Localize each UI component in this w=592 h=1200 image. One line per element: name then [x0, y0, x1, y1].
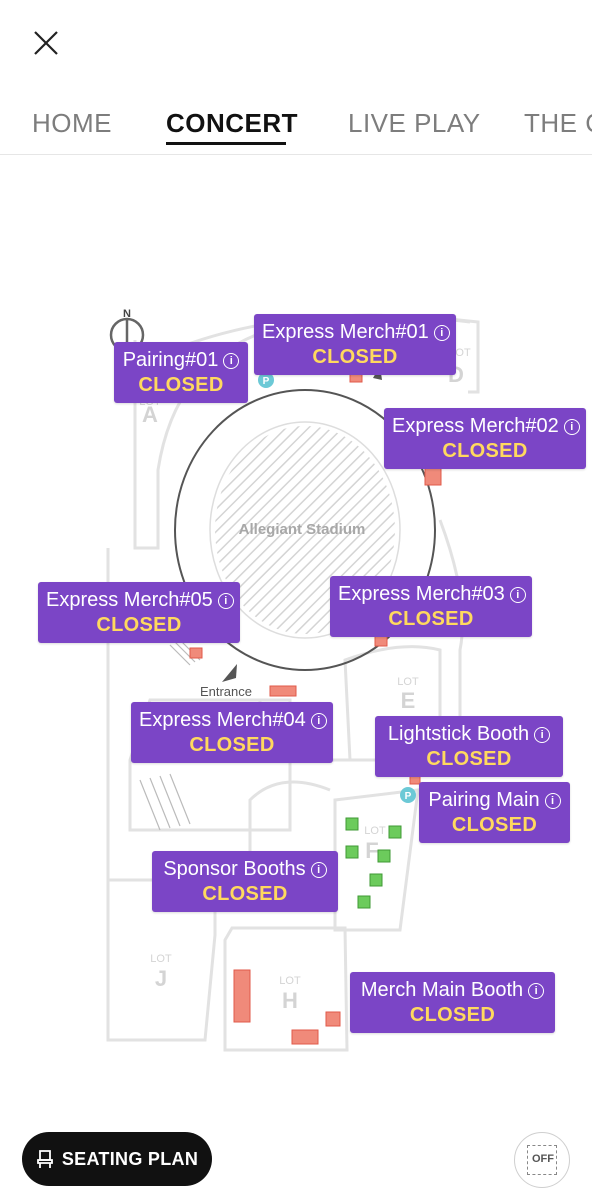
seating-plan-label: SEATING PLAN — [61, 1148, 199, 1169]
pin-name: Sponsor Booths — [163, 858, 306, 880]
tab-concert[interactable]: CONCERT — [166, 108, 299, 138]
pin-status: CLOSED — [442, 440, 528, 462]
parking-icon: P — [258, 372, 274, 388]
toggle-label: OFF — [532, 1153, 554, 1165]
pin-status: CLOSED — [189, 734, 275, 756]
info-icon: i — [534, 727, 551, 743]
pin-status: CLOSED — [426, 748, 512, 770]
lot-j-letter: J — [155, 966, 167, 991]
pin-name: Express Merch#02 — [392, 415, 559, 437]
lot-e-letter: E — [401, 688, 416, 713]
tab-live-play[interactable]: LIVE PLAY — [348, 108, 481, 138]
venue-label: Allegiant Stadium — [239, 521, 366, 538]
pin-name: Pairing Main — [428, 789, 540, 811]
lot-a-letter: A — [142, 402, 158, 427]
active-tab-indicator — [166, 142, 286, 145]
compass-label: N — [123, 308, 131, 320]
seat-icon — [36, 1150, 53, 1168]
svg-text:P: P — [405, 791, 412, 802]
pin-status: CLOSED — [388, 608, 474, 630]
lot-h-letter: H — [282, 988, 298, 1013]
pin-name: Express Merch#03 — [338, 583, 505, 605]
pin-status: CLOSED — [202, 883, 288, 905]
tab-the-c[interactable]: THE C — [524, 108, 592, 138]
pin-status: CLOSED — [409, 1004, 496, 1026]
pin-name: Merch Main Booth — [360, 979, 524, 1001]
pin-status: CLOSED — [96, 614, 182, 636]
lot-f-prefix: LOT — [364, 825, 386, 837]
parking-icon: P — [400, 787, 416, 803]
tab-home[interactable]: HOME — [32, 108, 112, 138]
pin-status: CLOSED — [138, 374, 224, 396]
map-overlay-toggle[interactable]: OFF — [514, 1132, 570, 1188]
lot-f-letter: F — [365, 838, 378, 863]
lot-h-outline — [223, 926, 349, 1052]
pin-name: Express Merch#04 — [139, 709, 306, 731]
stadium-outer-ring — [174, 389, 436, 671]
booth-markers — [189, 371, 442, 1045]
info-icon: i — [310, 713, 327, 729]
pin-status: CLOSED — [312, 346, 398, 368]
info-icon: i — [509, 587, 526, 603]
info-icon: i — [544, 793, 561, 809]
stadium-inner-ring — [209, 421, 401, 639]
pin-name: Express Merch#01 — [262, 321, 429, 343]
lot-j-prefix: LOT — [150, 953, 172, 965]
lot-h-prefix: LOT — [279, 975, 301, 987]
lot-boundary — [248, 780, 331, 860]
pin-name: Pairing#01 — [122, 349, 219, 371]
sponsor-booth-markers — [345, 817, 402, 909]
lot-e-prefix: LOT — [397, 676, 419, 688]
close-icon — [34, 31, 58, 55]
info-icon: i — [223, 353, 240, 369]
seating-plan-button[interactable]: SEATING PLAN — [22, 1132, 212, 1186]
entrance-label: Entrance — [200, 684, 252, 699]
lot-e-outline — [343, 645, 442, 762]
pin-name: Lightstick Booth — [387, 723, 530, 745]
tab-bar: HOME CONCERT LIVE PLAY THE C — [0, 96, 592, 155]
info-icon: i — [528, 983, 545, 999]
overlay-icon — [527, 1145, 557, 1175]
close-button[interactable] — [24, 22, 68, 66]
entrance-arrow-icon — [222, 664, 237, 682]
svg-text:P: P — [263, 376, 270, 387]
info-icon: i — [433, 325, 450, 341]
pin-name: Express Merch#05 — [46, 589, 213, 611]
info-icon: i — [563, 419, 580, 435]
pin-status: CLOSED — [451, 814, 538, 836]
info-icon: i — [310, 862, 327, 878]
info-icon: i — [217, 593, 234, 609]
